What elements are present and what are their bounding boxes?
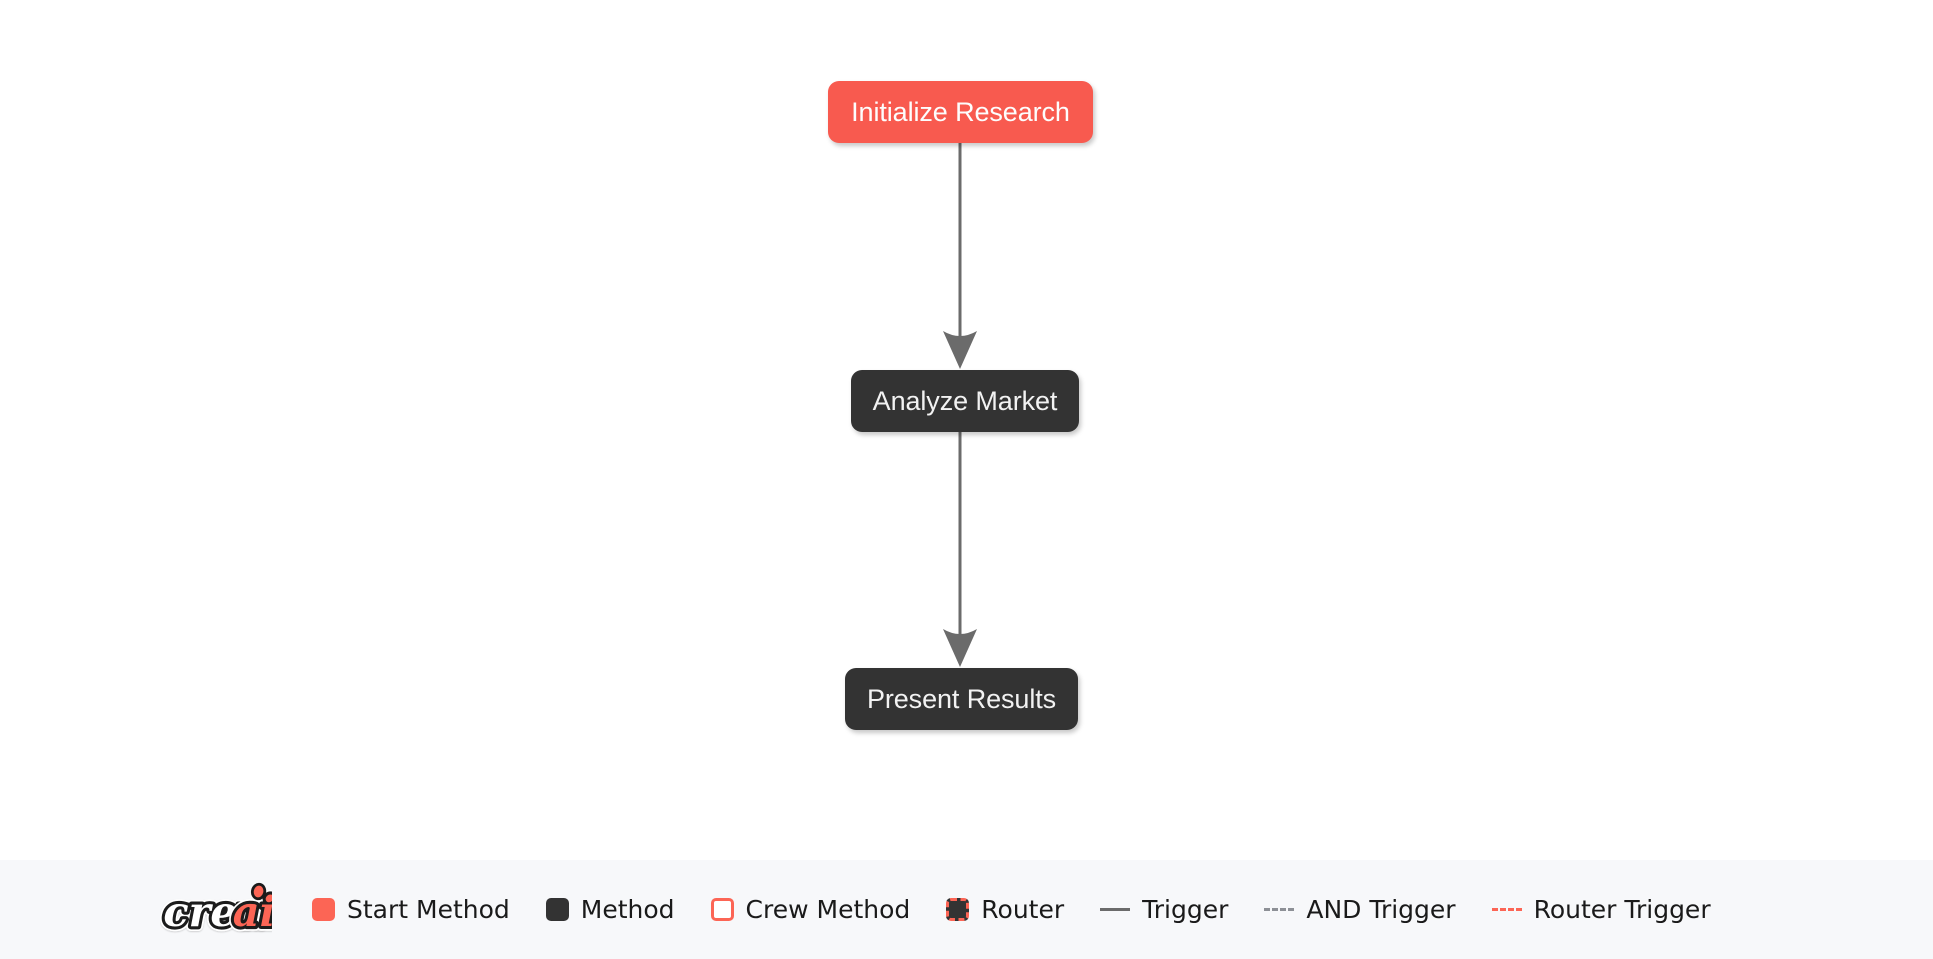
legend-item-router-trigger[interactable]: Router Trigger: [1491, 895, 1711, 924]
legend-item-trigger[interactable]: Trigger: [1100, 897, 1228, 922]
and-trigger-line-icon: [1264, 908, 1295, 911]
crew-method-swatch-icon: [710, 898, 734, 921]
edge-analyze-to-present: [943, 432, 977, 667]
legend-item-start-method[interactable]: Start Method: [312, 897, 510, 922]
legend-item-label: Trigger: [1142, 895, 1229, 924]
router-trigger-line-icon: [1491, 908, 1522, 911]
legend-item-method[interactable]: Method: [545, 895, 675, 924]
router-swatch-icon: [946, 898, 970, 921]
flow-node-present-results[interactable]: Present Results: [845, 668, 1078, 730]
legend-item-and-trigger[interactable]: AND Trigger: [1264, 895, 1456, 924]
method-swatch-icon: [545, 898, 569, 921]
legend-item-label: Crew Method: [745, 895, 911, 924]
legend-item-label: AND Trigger: [1306, 895, 1456, 924]
trigger-line-icon: [1100, 908, 1131, 911]
flow-node-analyze-market[interactable]: Analyze Market: [851, 370, 1079, 432]
legend-item-crew-method[interactable]: Crew Method: [710, 895, 911, 924]
legend-item-router[interactable]: Router: [946, 897, 1064, 922]
flow-node-label: Analyze Market: [872, 385, 1058, 416]
edge-initialize-to-analyze: [943, 143, 977, 369]
start-method-swatch-icon: [312, 898, 335, 921]
legend-item-label: Method: [580, 895, 675, 924]
legend-item-label: Router Trigger: [1533, 895, 1711, 924]
flow-node-label: Initialize Research: [851, 96, 1070, 127]
flow-node-initialize-research[interactable]: Initialize Research: [828, 81, 1093, 143]
legend-item-label: Router: [981, 895, 1065, 924]
flow-node-label: Present Results: [866, 683, 1057, 714]
flow-canvas[interactable]: Initialize Research Analyze Market Prese…: [0, 0, 1933, 860]
legend-item-label: Start Method: [347, 895, 510, 924]
